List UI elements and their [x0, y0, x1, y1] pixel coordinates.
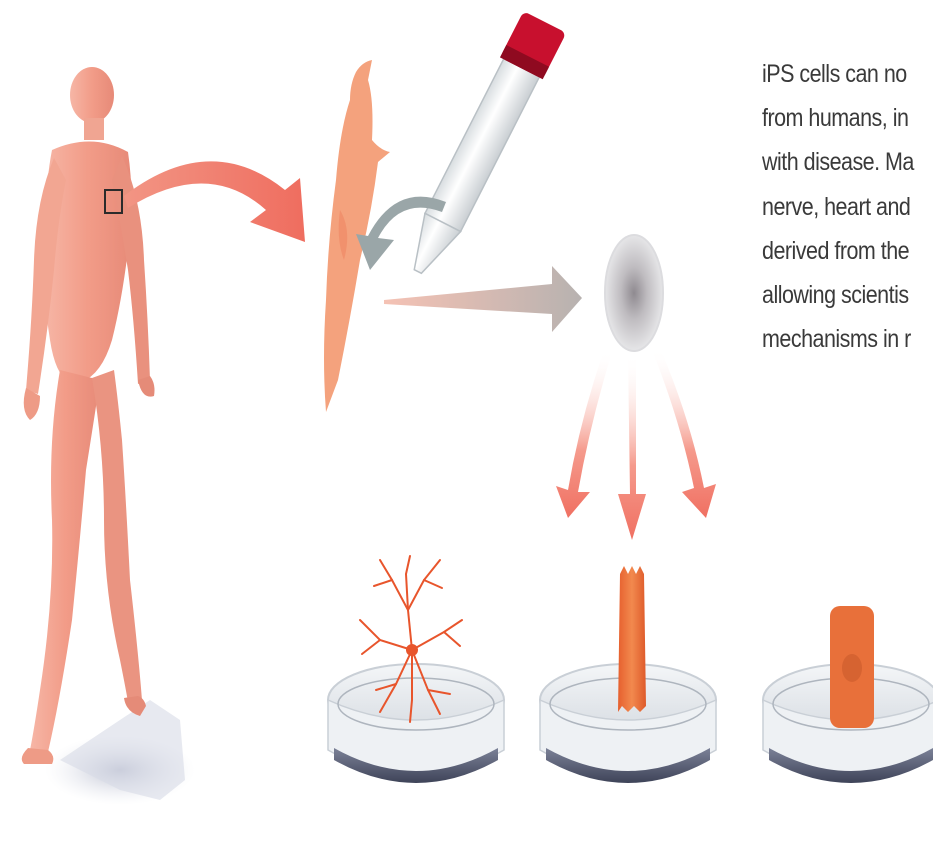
caption-line: from humans, in: [762, 96, 909, 140]
dish-block: [763, 606, 933, 783]
differentiation-arrows: [556, 348, 716, 540]
arrow-body-to-cell: [124, 161, 305, 242]
reprogramming-tube-icon: [396, 11, 566, 282]
heart-muscle-fiber-icon: [618, 566, 646, 712]
caption-line: derived from the: [762, 229, 909, 273]
caption-line: allowing scientis: [762, 273, 909, 317]
caption-line: nerve, heart and: [762, 185, 909, 229]
arrow-cell-to-ips: [384, 266, 582, 332]
dish-fiber: [540, 566, 716, 783]
caption-line: mechanisms in r: [762, 317, 909, 361]
caption-text: iPS cells can no from humans, in with di…: [762, 52, 933, 361]
caption-line: with disease. Ma: [762, 140, 909, 184]
dish-nerve: [328, 556, 504, 783]
ips-cell-icon: [605, 235, 663, 351]
caption-line: iPS cells can no: [762, 52, 909, 96]
